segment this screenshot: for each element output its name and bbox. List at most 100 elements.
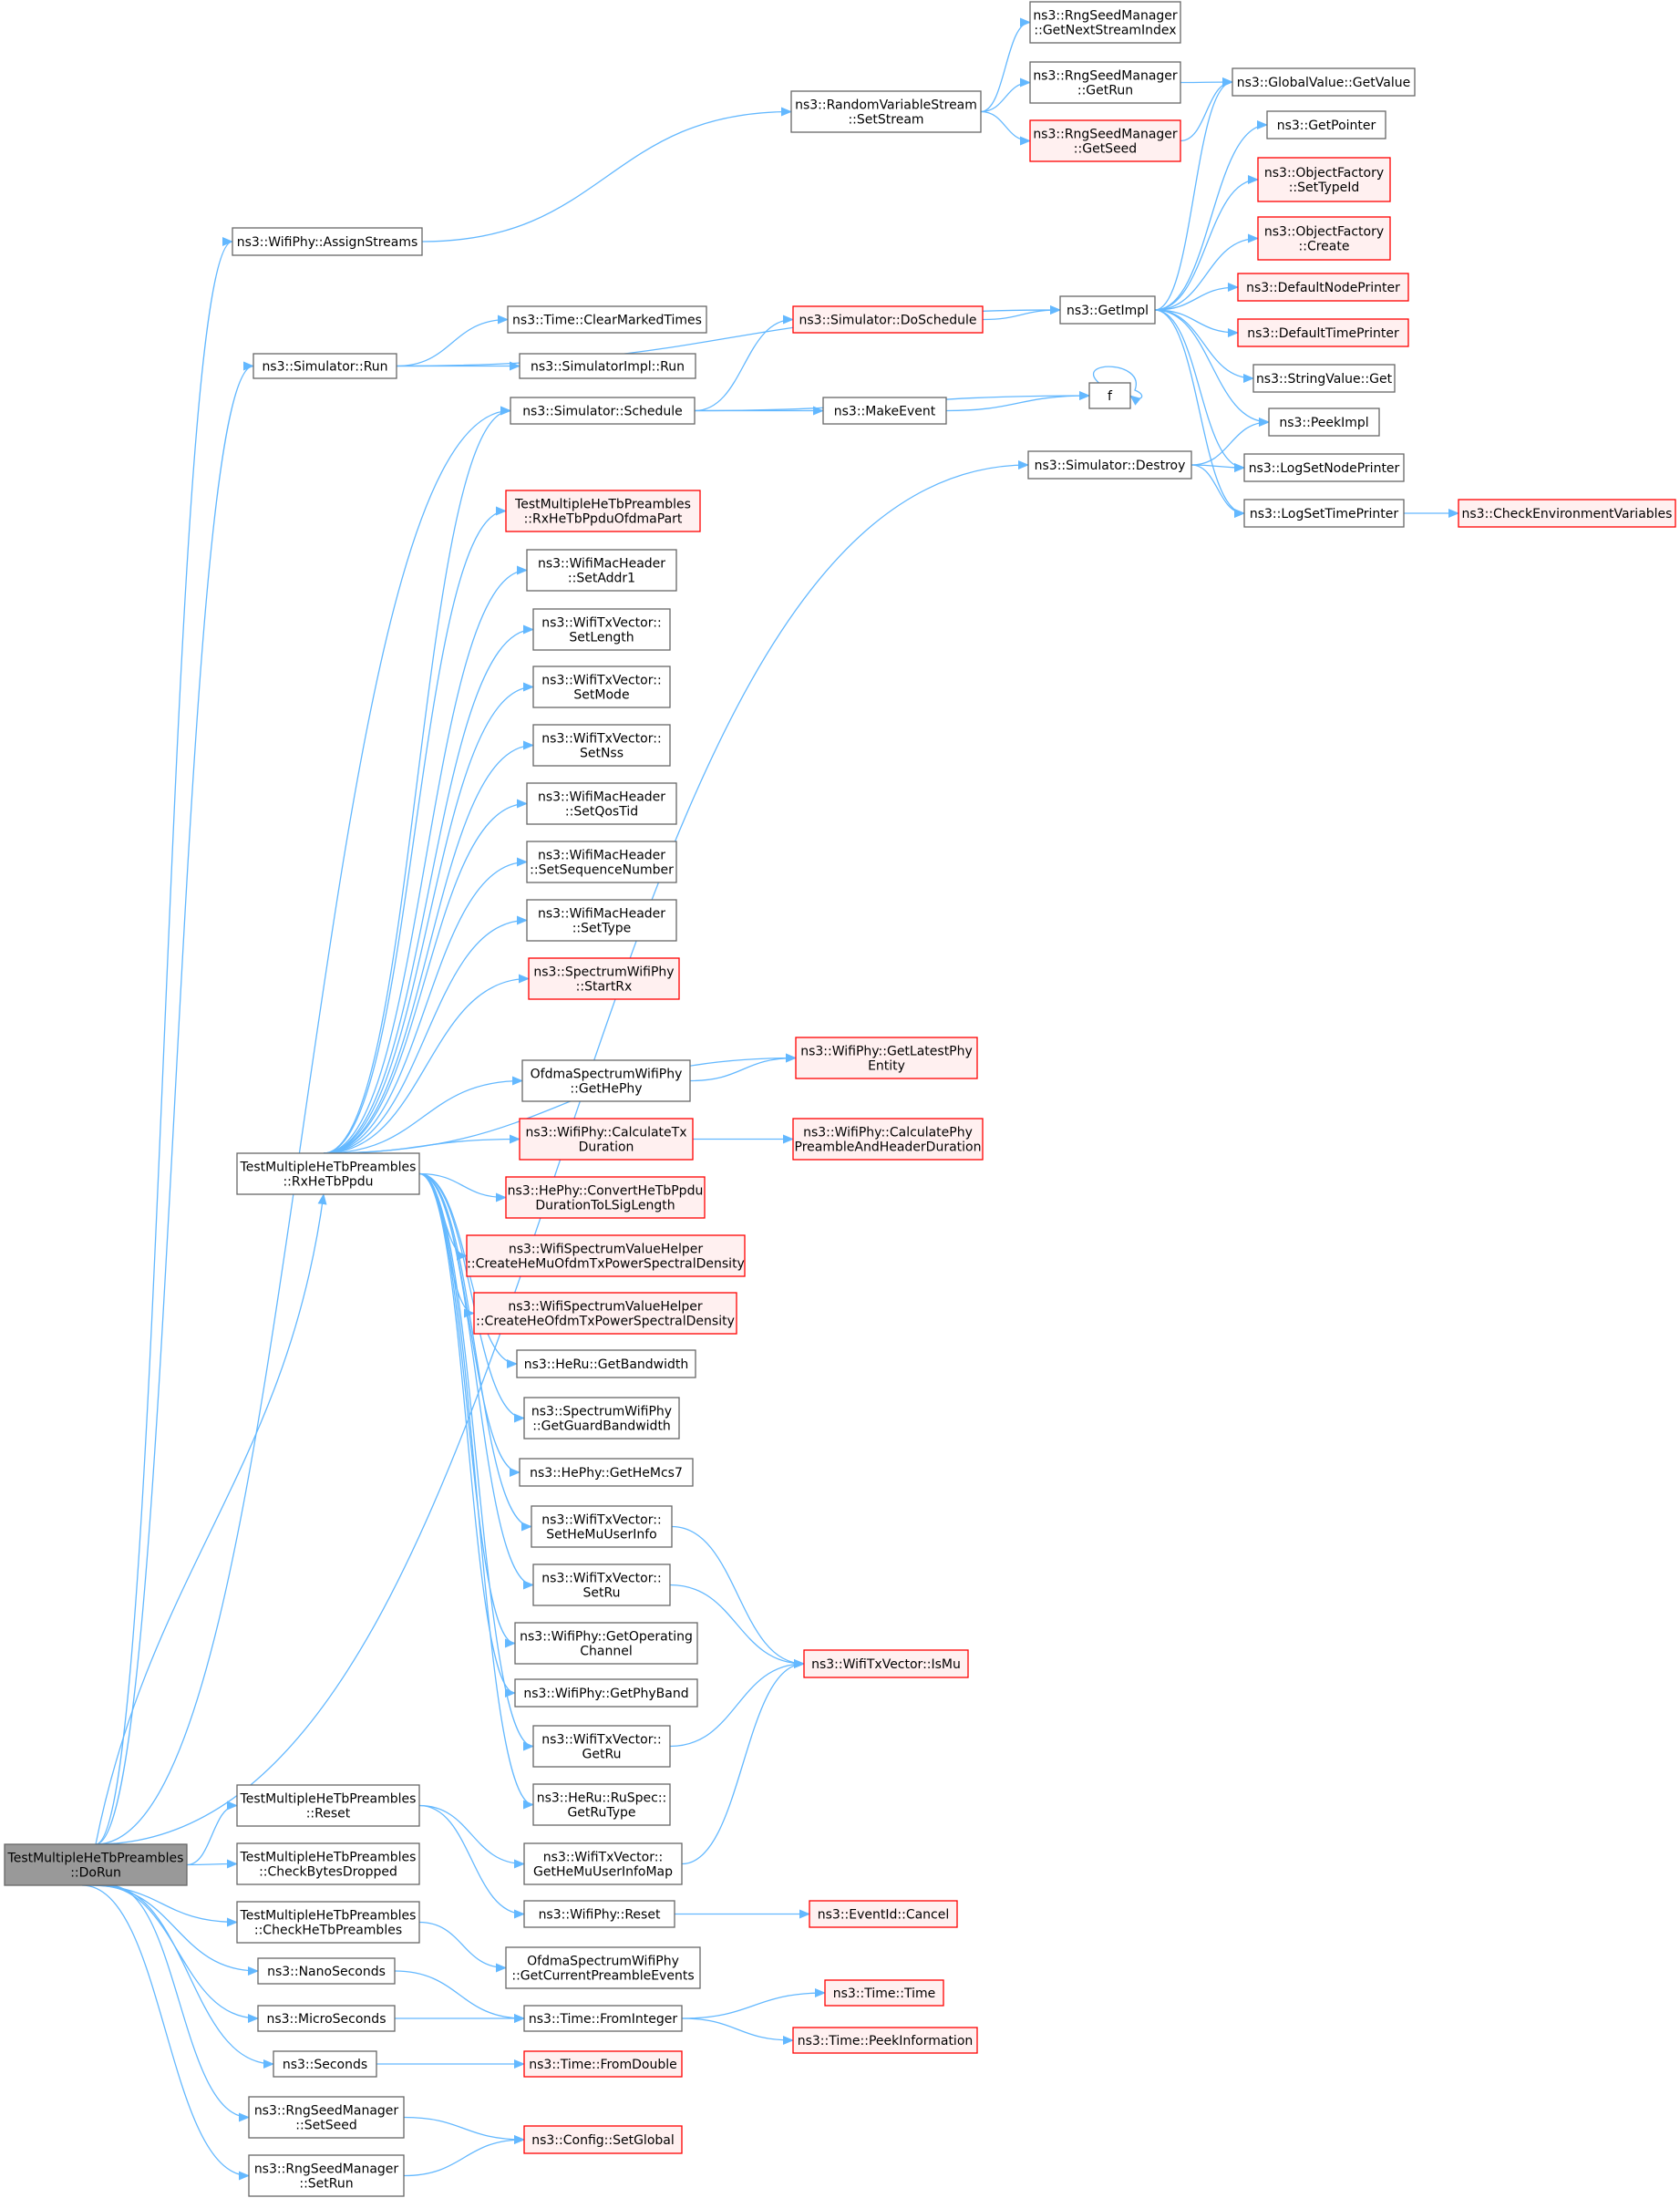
node-set-ru[interactable]: ns3::WifiTxVector::SetRu <box>532 1563 671 1606</box>
node-box <box>1257 216 1391 261</box>
node-box <box>1029 119 1181 162</box>
node-rng-get-seed[interactable]: ns3::RngSeedManager::GetSeed <box>1029 119 1181 162</box>
node-peek-impl[interactable]: ns3::PeekImpl <box>1268 408 1380 437</box>
node-set-mode[interactable]: ns3::WifiTxVector::SetMode <box>532 666 671 708</box>
node-get-phy-band[interactable]: ns3::WifiPhy::GetPhyBand <box>514 1678 698 1708</box>
edge-sim-schedule-to-sim-do-schedule <box>694 315 794 412</box>
node-label: ns3::ObjectFactory <box>1264 166 1384 181</box>
node-create-he-ofdm[interactable]: ns3::WifiSpectrumValueHelper::CreateHeOf… <box>473 1292 737 1335</box>
node-log-set-node[interactable]: ns3::LogSetNodePrinter <box>1243 453 1405 482</box>
node-root[interactable]: TestMultipleHeTbPreambles::DoRun <box>4 1843 188 1886</box>
node-calc-phy-pre[interactable]: ns3::WifiPhy::CalculatePhyPreambleAndHea… <box>792 1118 984 1161</box>
node-time-from-double[interactable]: ns3::Time::FromDouble <box>523 2050 683 2078</box>
node-assign-streams[interactable]: ns3::WifiPhy::AssignStreams <box>232 227 423 256</box>
node-rng-get-run[interactable]: ns3::RngSeedManager::GetRun <box>1029 61 1181 104</box>
node-event-cancel[interactable]: ns3::EventId::Cancel <box>809 1900 958 1928</box>
edge-rx-he-tb-ppdu-to-calc-tx-dur <box>323 1134 520 1154</box>
node-set-length[interactable]: ns3::WifiTxVector::SetLength <box>532 608 671 651</box>
node-of-set-type-id[interactable]: ns3::ObjectFactory::SetTypeId <box>1257 157 1391 202</box>
node-box <box>523 1397 680 1440</box>
node-rvs-set-stream[interactable]: ns3::RandomVariableStream::SetStream <box>790 90 982 133</box>
edge-rx-he-tb-ppdu-to-set-type <box>323 915 528 1154</box>
node-set-qos-tid[interactable]: ns3::WifiMacHeader::SetQosTid <box>526 782 677 825</box>
node-rx-he-tb-ppdu[interactable]: TestMultipleHeTbPreambles::RxHeTbPpdu <box>236 1152 420 1195</box>
node-get-cur-preamble[interactable]: OfdmaSpectrumWifiPhy::GetCurrentPreamble… <box>505 1946 701 1989</box>
node-make-event[interactable]: ns3::MakeEvent <box>822 397 947 425</box>
node-label: f <box>1108 389 1113 404</box>
node-label: ns3::RngSeedManager <box>1033 9 1178 24</box>
node-label: TestMultipleHeTbPreambles <box>240 1161 417 1175</box>
node-set-seq-num[interactable]: ns3::WifiMacHeader::SetSequenceNumber <box>526 841 677 883</box>
node-seconds[interactable]: ns3::Seconds <box>273 2050 377 2078</box>
node-config-set-global[interactable]: ns3::Config::SetGlobal <box>523 2125 683 2154</box>
node-he-ru-get-bw[interactable]: ns3::HeRu::GetBandwidth <box>516 1349 696 1378</box>
edge-get-impl-to-get-pointer <box>1154 120 1268 311</box>
node-of-create[interactable]: ns3::ObjectFactory::Create <box>1257 216 1391 261</box>
node-log-set-time[interactable]: ns3::LogSetTimePrinter <box>1243 499 1405 528</box>
edge-rng-get-seed-to-gv-get-value <box>1180 77 1233 142</box>
node-sim-destroy[interactable]: ns3::Simulator::Destroy <box>1027 450 1192 480</box>
node-box <box>505 1946 701 1989</box>
edge-get-impl-to-peek-impl <box>1154 309 1270 427</box>
node-rx-ofdma-part[interactable]: TestMultipleHeTbPreambles::RxHeTbPpduOfd… <box>505 490 701 532</box>
edge-rx-he-tb-ppdu-to-set-mode <box>323 682 534 1154</box>
node-box <box>236 1901 420 1944</box>
node-ru-get-type[interactable]: ns3::HeRu::RuSpec::GetRuType <box>532 1783 671 1826</box>
node-is-mu[interactable]: ns3::WifiTxVector::IsMu <box>803 1649 969 1678</box>
node-micro-seconds[interactable]: ns3::MicroSeconds <box>257 2005 396 2032</box>
node-def-node-printer[interactable]: ns3::DefaultNodePrinter <box>1237 273 1409 302</box>
node-set-type[interactable]: ns3::WifiMacHeader::SetType <box>526 899 677 942</box>
node-gv-get-value[interactable]: ns3::GlobalValue::GetValue <box>1232 67 1416 97</box>
node-box <box>505 1176 706 1219</box>
node-box <box>532 608 671 651</box>
node-get-he-phy[interactable]: OfdmaSpectrumWifiPhy::GetHePhy <box>521 1059 691 1102</box>
node-check-he-tb[interactable]: TestMultipleHeTbPreambles::CheckHeTbPrea… <box>236 1901 420 1944</box>
edge-rx-he-tb-ppdu-to-rx-ofdma-part <box>323 506 507 1154</box>
node-clear-marked[interactable]: ns3::Time::ClearMarkedTimes <box>507 305 707 334</box>
node-label: ::GetNextStreamIndex <box>1034 24 1176 38</box>
node-nano-seconds[interactable]: ns3::NanoSeconds <box>257 1957 396 1985</box>
node-box <box>519 353 696 379</box>
node-get-ru[interactable]: ns3::WifiTxVector::GetRu <box>532 1725 671 1768</box>
node-label: ns3::ObjectFactory <box>1264 225 1384 240</box>
edge-sim-destroy-to-log-set-time <box>1190 464 1245 518</box>
node-box <box>248 2154 405 2197</box>
node-sim-run[interactable]: ns3::Simulator::Run <box>253 353 397 379</box>
node-start-rx[interactable]: ns3::SpectrumWifiPhy::StartRx <box>528 957 680 1000</box>
node-get-impl[interactable]: ns3::GetImpl <box>1059 295 1156 325</box>
node-label: ns3::WifiPhy::GetOperating <box>520 1630 693 1645</box>
edge-rx-he-tb-ppdu-to-set-seq-num <box>323 857 528 1154</box>
node-f-node[interactable]: f <box>1088 382 1131 409</box>
node-label: TestMultipleHeTbPreambles <box>240 1909 417 1924</box>
node-set-addr1[interactable]: ns3::WifiMacHeader::SetAddr1 <box>526 549 677 592</box>
node-convert-he-tb[interactable]: ns3::HePhy::ConvertHeTbPpduDurationToLSi… <box>505 1176 706 1219</box>
node-rng-set-run[interactable]: ns3::RngSeedManager::SetRun <box>248 2154 405 2197</box>
node-set-nss[interactable]: ns3::WifiTxVector::SetNss <box>532 724 671 767</box>
node-sim-schedule[interactable]: ns3::Simulator::Schedule <box>510 397 696 425</box>
node-get-he-mcs7[interactable]: ns3::HePhy::GetHeMcs7 <box>519 1458 694 1487</box>
node-get-pointer[interactable]: ns3::GetPointer <box>1266 110 1386 139</box>
node-get-guard-bw[interactable]: ns3::SpectrumWifiPhy::GetGuardBandwidth <box>523 1397 680 1440</box>
node-time-peek-info[interactable]: ns3::Time::PeekInformation <box>792 2027 978 2054</box>
node-reset[interactable]: TestMultipleHeTbPreambles::Reset <box>236 1784 420 1827</box>
node-create-he-mu[interactable]: ns3::WifiSpectrumValueHelper::CreateHeMu… <box>466 1234 746 1277</box>
node-sim-do-schedule[interactable]: ns3::Simulator::DoSchedule <box>792 305 984 334</box>
node-str-value-get[interactable]: ns3::StringValue::Get <box>1252 364 1396 393</box>
node-check-env[interactable]: ns3::CheckEnvironmentVariables <box>1458 499 1676 528</box>
node-rng-set-seed[interactable]: ns3::RngSeedManager::SetSeed <box>248 2096 405 2139</box>
node-sim-impl-run[interactable]: ns3::SimulatorImpl::Run <box>519 353 696 379</box>
node-check-bytes[interactable]: TestMultipleHeTbPreambles::CheckBytesDro… <box>236 1842 420 1885</box>
node-label: ns3::LogSetTimePrinter <box>1250 507 1399 521</box>
node-time-time[interactable]: ns3::Time::Time <box>824 1979 944 2007</box>
node-time-from-int[interactable]: ns3::Time::FromInteger <box>523 2005 683 2032</box>
node-box <box>1029 61 1181 104</box>
node-set-he-mu-user[interactable]: ns3::WifiTxVector::SetHeMuUserInfo <box>531 1505 673 1548</box>
node-rng-next-stream[interactable]: ns3::RngSeedManager::GetNextStreamIndex <box>1029 1 1181 44</box>
node-get-he-mu-map[interactable]: ns3::WifiTxVector::GetHeMuUserInfoMap <box>523 1842 683 1885</box>
node-label: ns3::HeRu::GetBandwidth <box>524 1357 689 1372</box>
node-phy-reset[interactable]: ns3::WifiPhy::Reset <box>523 1900 675 1928</box>
node-def-time-printer[interactable]: ns3::DefaultTimePrinter <box>1237 318 1409 347</box>
